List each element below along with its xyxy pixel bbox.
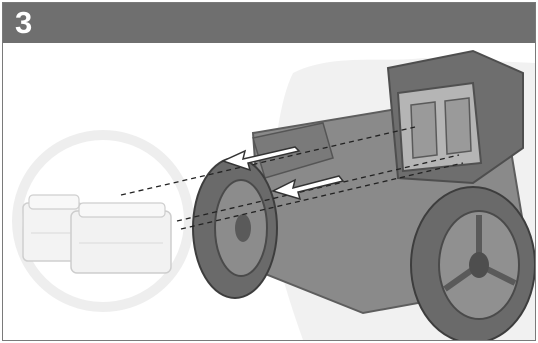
step-header: 3 bbox=[3, 3, 535, 43]
front-wheel-center bbox=[235, 214, 251, 242]
compartment-slot-right bbox=[445, 98, 471, 154]
rear-wheel-center bbox=[469, 252, 489, 278]
step-number: 3 bbox=[15, 6, 32, 40]
battery-pack-icon bbox=[71, 203, 171, 273]
compartment-slot-left bbox=[411, 102, 437, 158]
battery-removal-illustration bbox=[3, 43, 535, 340]
